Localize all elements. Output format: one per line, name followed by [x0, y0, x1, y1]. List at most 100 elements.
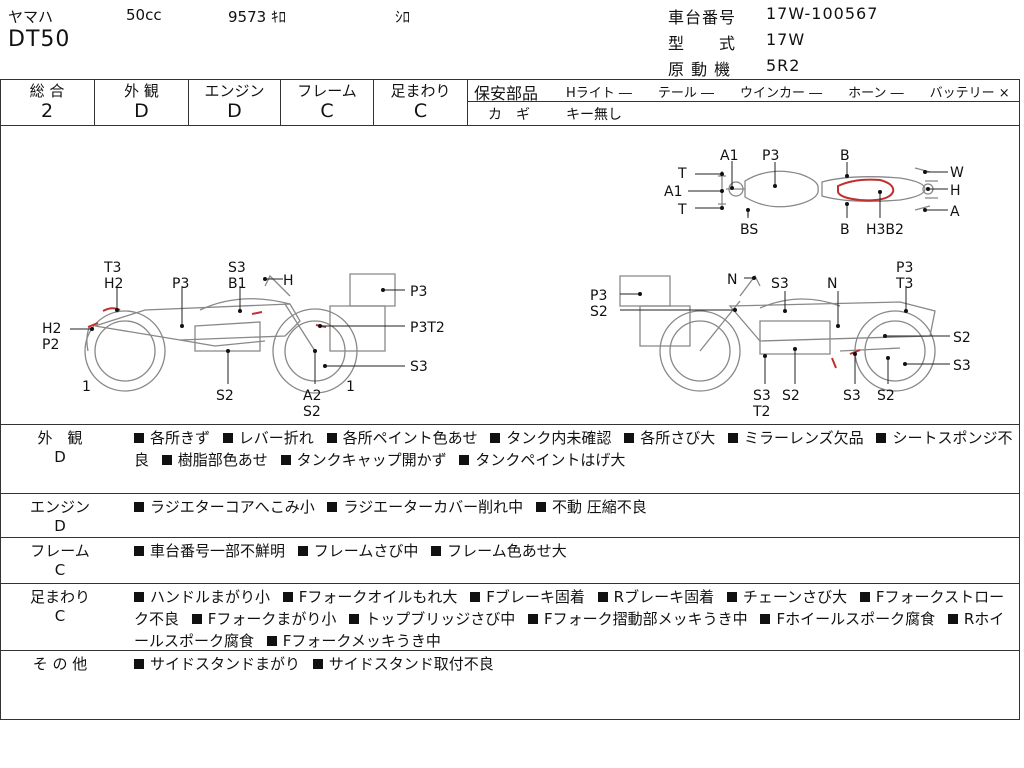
divider [0, 125, 1020, 126]
bullet-square-icon [597, 592, 608, 602]
section-items-frame: 車台番号一部不鮮明 フレームさび中 フレーム色あせ大 [134, 540, 1014, 562]
diagram-label: S2 [590, 304, 608, 320]
maker-name: ヤマハ [8, 8, 54, 26]
defect-item: シートスポンジ不良 [134, 429, 1013, 469]
bullet-square-icon [222, 433, 233, 443]
leader-lines [70, 161, 950, 384]
diagram-label: S3 [410, 359, 428, 375]
bullet-square-icon [726, 592, 737, 602]
defect-item: Fフォークメッキうき中 [266, 632, 441, 650]
defect-item: 不動 圧縮不良 [535, 498, 647, 516]
type-label: 型 式 [668, 34, 737, 53]
section-label-engine: エンジン [29, 498, 90, 516]
grade-value-frame: C [320, 100, 334, 122]
divider [468, 101, 1020, 102]
diagram-label: A [950, 204, 960, 220]
section-label-suspension: 足まわり [29, 588, 90, 606]
defect-item: Fフォークオイルもれ大 [282, 588, 457, 606]
divider [280, 79, 281, 125]
bullet-square-icon [266, 636, 277, 646]
defect-item: 各所ペイント色あせ [326, 429, 478, 447]
defect-item: ハンドルまがり小 [134, 588, 270, 606]
diagram-label: S3 [228, 260, 246, 276]
diagram-label: P3 [762, 148, 779, 164]
diagram-label: N [827, 276, 837, 292]
bullet-square-icon [349, 614, 360, 624]
grade-value-exterior: D [134, 100, 149, 122]
right-view-bike [619, 274, 936, 392]
top-view-labels: A1 P3 B T W A1 H T A BS B H3B2 [664, 148, 964, 238]
section-label-other: そ の 他 [32, 655, 88, 673]
divider [0, 650, 1020, 651]
diagram-label: H2 [42, 321, 61, 337]
diagram-label: N [727, 272, 737, 288]
diagram-label: A1 [720, 148, 738, 164]
safety-parts-items: Hライト ― テール ― ウインカー ― ホーン ― バッテリー × [566, 86, 1010, 101]
diagram-label: T [677, 166, 687, 182]
bullet-square-icon [528, 614, 539, 624]
defect-item: 各所さび大 [624, 429, 715, 447]
section-items-suspension: ハンドルまがり小 Fフォークオイルもれ大 Fブレーキ固着 Rブレーキ固着 チェー… [134, 586, 1014, 652]
diagram-label: BS [740, 222, 758, 238]
defect-item: 車台番号一部不鮮明 [134, 542, 285, 560]
diagram-label: H3B2 [866, 222, 904, 238]
body-color: ｼﾛ [395, 8, 411, 26]
safety-parts-label: 保安部品 [474, 84, 539, 103]
bullet-square-icon [280, 455, 291, 465]
grade-value-overall: 2 [40, 100, 54, 122]
defect-item: Rホイールスポーク腐食 [134, 610, 1005, 650]
left-view-labels: T3 H2 P3 S3 B1 H P3 H2 P2 P3T2 S3 1 S2 A… [42, 260, 445, 420]
bullet-square-icon [859, 592, 870, 602]
section-grade-exterior: D [54, 448, 66, 466]
type-value: 17W [766, 30, 806, 49]
bullet-square-icon [134, 502, 144, 512]
key-value: キー無し [566, 107, 622, 123]
engine-displacement: 50cc [126, 6, 162, 24]
divider [0, 79, 1020, 80]
diagram-label: H2 [104, 276, 123, 292]
defect-item: 樹脂部色あせ [161, 451, 268, 469]
grade-label-exterior: 外 観 [124, 82, 159, 100]
diagram-label: P2 [42, 337, 59, 353]
diagram-label: W [950, 165, 964, 181]
divider [0, 537, 1020, 538]
divider [94, 79, 95, 125]
divider [0, 583, 1020, 584]
bullet-square-icon [947, 614, 958, 624]
defect-item: Fホイールスポーク腐食 [760, 610, 935, 628]
defect-item: サイドスタンドまがり [134, 655, 300, 673]
diagram-label: S2 [877, 388, 895, 404]
section-label-frame: フレーム [30, 542, 90, 560]
frame-number-label: 車台番号 [668, 8, 737, 27]
defect-item: 各所きず [134, 429, 210, 447]
section-items-exterior: 各所きず レバー折れ 各所ペイント色あせ タンク内未確認 各所さび大 ミラーレン… [134, 427, 1014, 471]
diagram-label: H [283, 273, 294, 289]
defect-item: チェーンさび大 [726, 588, 847, 606]
section-grade-suspension: C [54, 607, 66, 625]
frame-number-value: 17W-100567 [766, 4, 879, 23]
bullet-square-icon [624, 433, 635, 443]
defect-item: Rブレーキ固着 [597, 588, 714, 606]
defect-item: タンク内未確認 [490, 429, 611, 447]
bullet-square-icon [727, 433, 738, 443]
bullet-square-icon [282, 592, 293, 602]
bullet-square-icon [459, 455, 470, 465]
diagram-label: S2 [303, 404, 321, 420]
grade-label-overall: 総 合 [29, 82, 65, 100]
bullet-square-icon [535, 502, 546, 512]
diagram-label: 1 [82, 379, 91, 395]
diagram-label: B [840, 222, 850, 238]
grade-value-suspension: C [413, 100, 428, 122]
left-view-bike [84, 273, 396, 394]
defect-item: ラジエーターカバー削れ中 [327, 498, 523, 516]
grade-label-engine: エンジン [204, 82, 265, 100]
divider [467, 79, 468, 125]
model-name: DT50 [8, 27, 71, 52]
bullet-square-icon [326, 433, 337, 443]
defect-item: フレーム色あせ大 [431, 542, 567, 560]
bullet-square-icon [312, 659, 323, 669]
bullet-square-icon [490, 433, 501, 443]
bullet-square-icon [876, 433, 887, 443]
divider [0, 493, 1020, 494]
key-label: カ ギ [488, 107, 530, 123]
